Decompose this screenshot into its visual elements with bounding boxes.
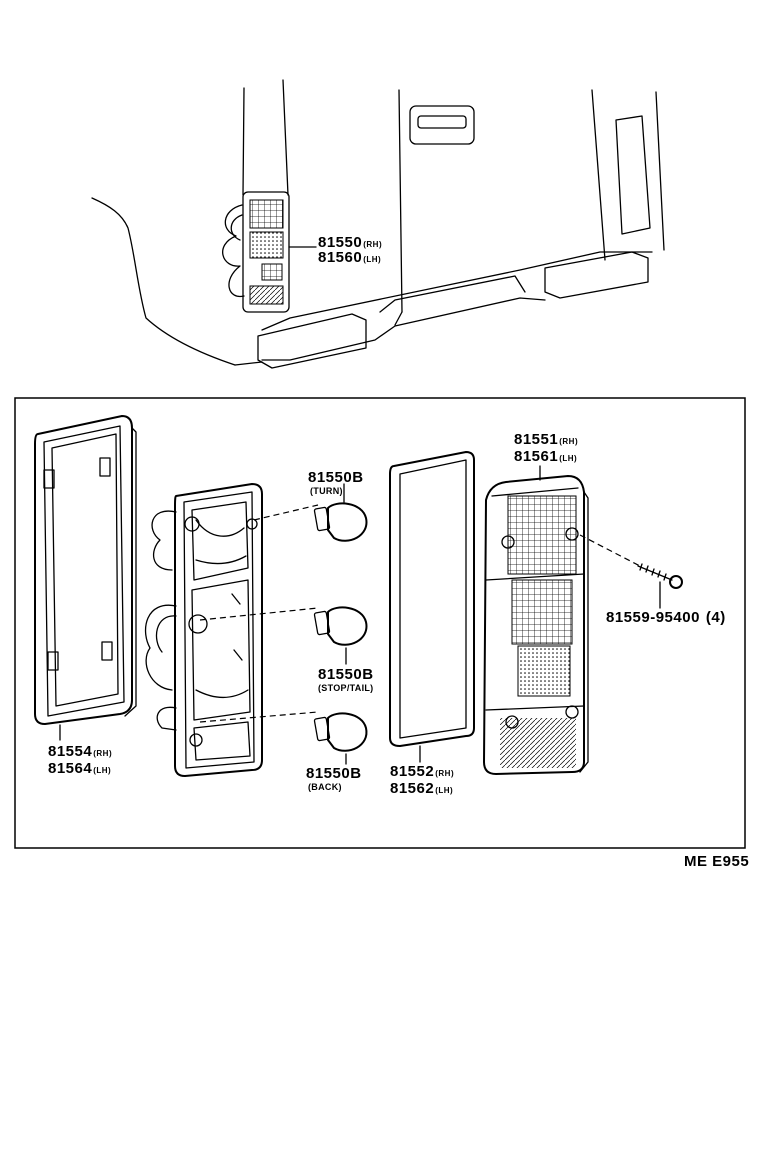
back-bulb-number: 81550B <box>306 765 362 782</box>
svg-text:81552(RH): 81552(RH) <box>390 763 454 780</box>
overview-part-lh-side: (LH) <box>363 255 381 264</box>
svg-text:81559-95400(4): 81559-95400 (4) <box>606 609 726 626</box>
gasket-lh-side: (LH) <box>435 786 453 795</box>
vehicle-rear-overview <box>91 79 665 369</box>
stop-bulb-desc: (STOP/TAIL) <box>318 683 373 693</box>
turn-bulb-leader <box>253 504 319 521</box>
turn-bulb-number: 81550B <box>308 469 364 486</box>
svg-text:81551(RH): 81551(RH) <box>514 431 578 448</box>
screw-number: 81559-95400 <box>606 609 700 626</box>
svg-text:81554(RH): 81554(RH) <box>48 743 112 760</box>
exploded-view-frame <box>14 397 746 849</box>
stop-tail-bulb-drawing <box>313 606 368 665</box>
lens-gasket-rh-number: 81554 <box>48 743 92 760</box>
back-bulb-drawing <box>313 712 368 765</box>
diagram-code: ME E955 <box>684 853 749 870</box>
lens-lh-side: (LH) <box>559 454 577 463</box>
lens-rh-number: 81551 <box>514 431 558 448</box>
lens-gasket-drawing <box>34 415 137 741</box>
lens-drawing <box>483 465 589 775</box>
gasket-drawing <box>389 451 475 763</box>
svg-text:81562(LH): 81562(LH) <box>390 780 453 797</box>
lens-rh-side: (RH) <box>559 437 578 446</box>
gasket-rh-number: 81552 <box>390 763 434 780</box>
stop-bulb-leader <box>199 607 319 621</box>
screw-drawing <box>637 563 683 609</box>
screw-leader <box>579 534 641 567</box>
lens-gasket-lh-side: (LH) <box>93 766 111 775</box>
gasket-rh-side: (RH) <box>435 769 454 778</box>
overview-part-rh-side: (RH) <box>363 240 382 249</box>
lens-lh-number: 81561 <box>514 448 558 465</box>
lens-gasket-lh-number: 81564 <box>48 760 92 777</box>
lens-gasket-rh-side: (RH) <box>93 749 112 758</box>
screw-qty: (4) <box>706 609 726 626</box>
back-bulb-desc: (BACK) <box>308 782 342 792</box>
turn-bulb-desc: (TURN) <box>310 486 343 496</box>
svg-text:81564(LH): 81564(LH) <box>48 760 111 777</box>
overview-part-rh: 81550 <box>318 234 362 251</box>
turn-bulb-drawing <box>313 483 368 542</box>
svg-text:81550(RH): 81550(RH) <box>318 234 382 251</box>
gasket-lh-number: 81562 <box>390 780 434 797</box>
lamp-housing-drawing <box>144 483 263 777</box>
overview-part-lh: 81560 <box>318 249 362 266</box>
svg-text:81560(LH): 81560(LH) <box>318 249 381 266</box>
svg-text:81561(LH): 81561(LH) <box>514 448 577 465</box>
stop-bulb-number: 81550B <box>318 666 374 683</box>
